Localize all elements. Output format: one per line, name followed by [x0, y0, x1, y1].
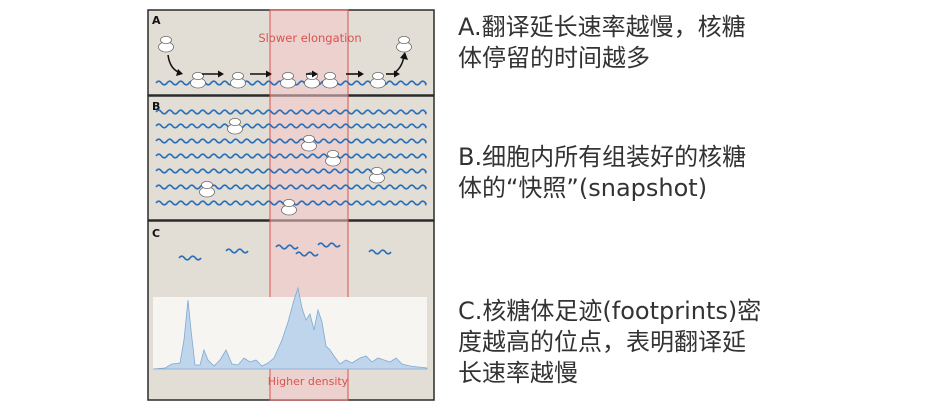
ribosome-icon	[280, 72, 296, 89]
ribosome-small-subunit	[229, 118, 241, 127]
ribosome-small-subunit	[327, 149, 339, 158]
slower-elongation-annotation: Slower elongation	[258, 31, 361, 45]
arrowhead-icon	[358, 70, 364, 78]
ribosome-icon	[230, 72, 246, 89]
ribosome-icon	[190, 72, 206, 89]
arrowhead-icon	[176, 69, 183, 76]
ribosome-small-subunit	[324, 72, 336, 81]
ribosome-small-subunit	[160, 36, 172, 45]
ribosome-small-subunit	[232, 72, 244, 81]
ribosome-small-subunit	[283, 198, 295, 207]
ribosome-small-subunit	[372, 72, 384, 81]
footprint-fragment	[317, 242, 341, 248]
caption-c: C.核糖体足迹(footprints)密 度越高的位点，表明翻译延 长速率越慢	[458, 296, 928, 389]
footprint-fragment	[295, 251, 319, 257]
ribosome-icon	[325, 149, 341, 167]
density-area	[152, 286, 428, 370]
ribosome-icon	[322, 72, 338, 89]
caption-a: A.翻译延长速率越慢，核糖 体停留的时间越多	[458, 12, 928, 74]
ribosome-icon	[301, 134, 317, 152]
ribosome-small-subunit	[303, 134, 315, 143]
ribosome-icon	[369, 166, 385, 184]
arrowhead-icon	[312, 70, 318, 78]
footprint-fragment	[275, 244, 299, 250]
mrna-strand	[155, 168, 427, 174]
ribosome-icon	[370, 72, 386, 89]
ribosome-icon	[158, 36, 174, 53]
ribosome-small-subunit	[192, 72, 204, 81]
ribosome-icon	[227, 118, 243, 135]
arrowhead-icon	[394, 70, 400, 78]
caption-c-line-2: 度越高的位点，表明翻译延	[458, 328, 746, 356]
arrowhead-icon	[266, 70, 272, 78]
caption-b: B.细胞内所有组装好的核糖 体的“快照”(snapshot)	[458, 142, 928, 204]
footprint-fragment	[225, 248, 249, 254]
ribosome-icon	[281, 198, 297, 216]
panel-b-label: B	[152, 100, 160, 113]
mrna-strand	[155, 153, 427, 159]
ribosome-icon	[396, 36, 412, 53]
arrowhead-icon	[400, 52, 408, 60]
caption-b-line-1: B.细胞内所有组装好的核糖	[458, 143, 747, 171]
arrowhead-icon	[218, 70, 224, 78]
caption-a-line-1: A.翻译延长速率越慢，核糖	[458, 13, 746, 41]
ribosome-icon	[199, 180, 215, 198]
footprint-fragment	[178, 255, 202, 261]
ribosome-small-subunit	[398, 36, 410, 45]
figure-content	[152, 36, 428, 370]
ribosome-small-subunit	[282, 72, 294, 81]
caption-a-line-2: 体停留的时间越多	[458, 44, 650, 72]
ribosome-small-subunit	[201, 180, 213, 189]
panel-a-label: A	[152, 14, 161, 27]
ribosome-small-subunit	[371, 166, 383, 175]
higher-density-annotation: Higher density	[268, 375, 349, 388]
mrna-strand	[155, 109, 427, 115]
panel-c-label: C	[152, 227, 160, 240]
caption-c-line-1: C.核糖体足迹(footprints)密	[458, 297, 762, 325]
footprint-fragment	[368, 249, 392, 255]
caption-b-line-2: 体的“快照”(snapshot)	[458, 174, 708, 202]
mrna-strand	[155, 123, 427, 129]
caption-c-line-3: 长速率越慢	[458, 359, 578, 387]
mrna-strand	[155, 138, 427, 144]
